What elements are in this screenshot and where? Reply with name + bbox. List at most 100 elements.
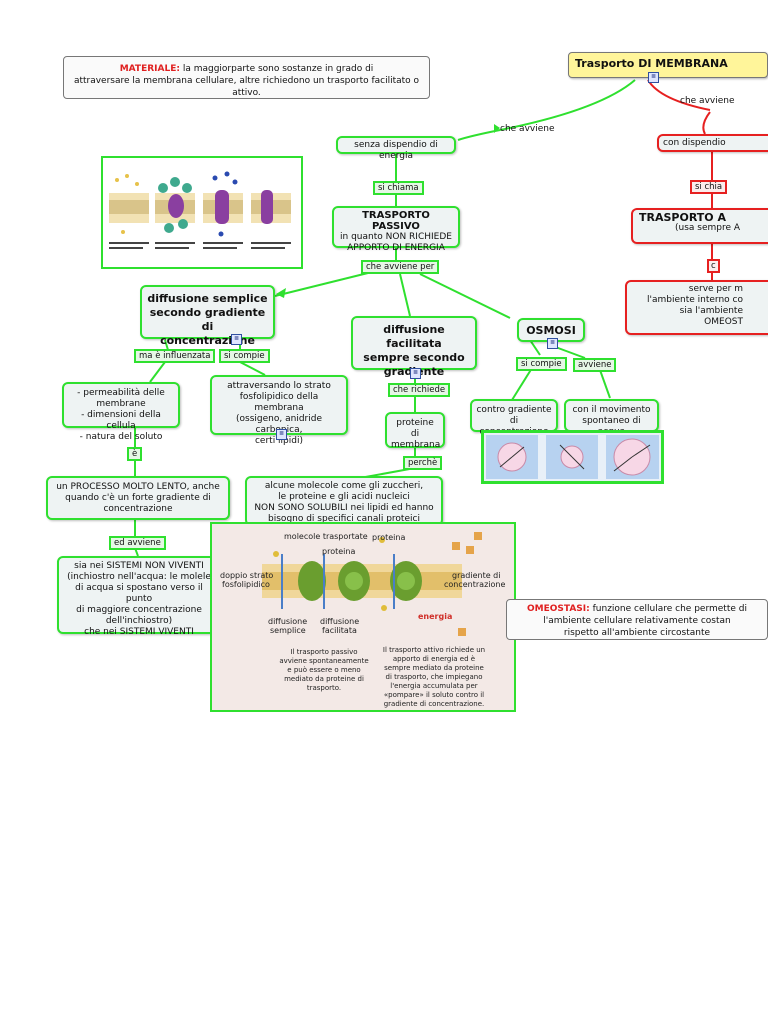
fig-gradiente-2: concentrazione — [444, 580, 505, 589]
contro-gradiente-node[interactable]: contro gradiente di concentrazione — [470, 399, 558, 437]
trasporto-passivo-node[interactable]: TRASPORTO PASSIVO in quanto NON RICHIEDE… — [332, 206, 460, 253]
root-link-right: che avviene — [680, 96, 735, 106]
osmosi-title: OSMOSI — [526, 324, 576, 337]
diffusione-facilitata-node[interactable]: diffusione facilitata sempre secondo gra… — [351, 316, 477, 378]
trasporto-attivo-node[interactable]: TRASPORTO A (usa sempre A — [631, 208, 768, 244]
serve-line4: OMEOST — [704, 317, 743, 327]
fig-diff-semplice-2: semplice — [270, 626, 306, 635]
sistemi-line6: che nei SISTEMI VIVENTI — [84, 627, 194, 637]
con-dispendio-node[interactable]: con dispendio — [657, 134, 768, 152]
fig-gradiente-1: gradiente di — [452, 571, 500, 580]
contro-line1: contro gradiente — [476, 405, 552, 415]
link-c: c — [707, 259, 720, 273]
molecole-line4: bisogno di specifici canali proteici — [268, 514, 420, 524]
fig-diff-facilitata-1: diffusione — [320, 617, 359, 626]
root-title: Trasporto DI MEMBRANA — [575, 57, 728, 70]
link-che-avviene-per: che avviene per — [361, 260, 440, 274]
fig-proteina-right: proteina — [372, 533, 405, 542]
processo-lento-node[interactable]: un PROCESSO MOLTO LENTO, anche quando c'… — [46, 476, 230, 520]
senza-dispendio-node[interactable]: senza dispendio di energia — [336, 136, 456, 161]
lento-line2: quando c'è un forte gradiente di — [65, 493, 211, 503]
molecole-line1: alcune molecole come gli zuccheri, — [264, 481, 424, 491]
semplice-line3: concentrazione — [160, 334, 255, 347]
figure-caption-line: e può essere o meno — [287, 666, 360, 674]
sistemi-line4: di maggiore concentrazione — [76, 605, 202, 615]
fattori-node[interactable]: - permeabilità delle membrane - dimensio… — [62, 382, 180, 442]
link-e: è — [127, 447, 143, 461]
sistemi-node[interactable]: sia nei SISTEMI NON VIVENTI (inchiostro … — [57, 556, 221, 637]
figure-caption-line: l'energia accumulata per — [390, 682, 477, 690]
proteine-line1: proteine di — [396, 418, 434, 439]
fig-diff-facilitata-2: facilitata — [322, 626, 357, 635]
sistemi-line3: di acqua si spostano verso il punto — [75, 583, 203, 604]
figure-caption-line: Il trasporto attivo richiede un — [383, 646, 485, 654]
omeostasi-line1: funzione cellulare che permette di — [592, 604, 747, 614]
osmosis-cells-illustration — [486, 435, 659, 479]
serve-per-node[interactable]: serve per m l'ambiente interno co sia l'… — [625, 280, 768, 335]
fig-doppio-strato: doppio strato — [220, 571, 273, 580]
note-icon[interactable]: ≣ — [231, 334, 242, 345]
strato-line2: fosfolipidico della membrana — [239, 392, 319, 413]
molecole-line3: NON SONO SOLUBILI nei lipidi ed hanno — [254, 503, 434, 513]
link-ed-avviene: ed avviene — [109, 536, 166, 550]
trasporto-attivo-sub: (usa sempre A — [675, 223, 741, 233]
fattori-line3: - natura del soluto — [79, 432, 163, 442]
figure-caption-line: Il trasporto passivo — [290, 648, 357, 656]
figure-caption-line: di trasporto, che impiegano — [386, 673, 483, 681]
fig-proteina-left: proteina — [322, 547, 355, 556]
link-si-compie: si compie — [219, 349, 270, 363]
membrane-transport-illustration: molecole trasportate proteina proteina d… — [212, 524, 514, 710]
omeostasi-label: OMEOSTASI: — [527, 604, 590, 614]
fattori-line1: - permeabilità delle membrane — [77, 388, 165, 409]
figure-caption-line: apporto di energia ed è — [393, 655, 475, 663]
figure-caption-line: «pompare» il soluto contro il — [384, 691, 484, 699]
figure-caption-line: sempre mediato da proteine — [384, 664, 484, 672]
trasporto-passivo-line2: APPORTO DI ENERGIA — [347, 243, 445, 253]
trasporto-passivo-title: TRASPORTO PASSIVO — [362, 210, 430, 232]
note-icon[interactable]: ≣ — [276, 429, 287, 440]
proteine-node[interactable]: proteine di membrana — [385, 412, 445, 450]
materiale-note[interactable]: MATERIALE: la maggiorparte sono sostanze… — [63, 56, 430, 99]
link-che-richiede: che richiede — [388, 383, 451, 397]
lento-line3: concentrazione — [103, 504, 173, 514]
link-si-chiama: si chiama — [373, 181, 424, 195]
trasporto-passivo-line1: in quanto NON RICHIEDE — [340, 232, 452, 242]
lento-line1: un PROCESSO MOLTO LENTO, anche — [56, 482, 220, 492]
link-perche: perchè — [403, 456, 443, 470]
movimento-line1: con il movimento — [572, 405, 651, 415]
omeostasi-line3: rispetto all'ambiente circostante — [563, 628, 711, 638]
semplice-line1: diffusione semplice — [147, 292, 268, 305]
note-icon[interactable]: ≣ — [648, 72, 659, 83]
membrane-figure-small — [101, 156, 303, 269]
root-node[interactable]: Trasporto DI MEMBRANA — [568, 52, 768, 78]
omeostasi-note[interactable]: OMEOSTASI: funzione cellulare che permet… — [506, 599, 768, 640]
fig-energia: energia — [418, 612, 452, 621]
facilitata-line2: sempre secondo — [363, 351, 465, 364]
note-icon[interactable]: ≣ — [410, 368, 421, 379]
trasporto-attivo-title: TRASPORTO A — [639, 211, 726, 224]
membrane-illustration — [109, 171, 291, 249]
senza-dispendio-text: senza dispendio di energia — [354, 140, 438, 161]
osmosi-node[interactable]: OSMOSI — [517, 318, 585, 342]
sistemi-line1: sia nei SISTEMI NON VIVENTI — [74, 561, 204, 571]
serve-line1: serve per m — [688, 284, 743, 294]
fig-diff-semplice-1: diffusione — [268, 617, 307, 626]
sistemi-line5: dell'inchiostro) — [105, 616, 173, 626]
serve-line2: l'ambiente interno co — [647, 295, 743, 305]
diffusione-semplice-node[interactable]: diffusione semplice secondo gradiente di… — [140, 285, 275, 347]
fig-molecole-trasportate: molecole trasportate — [284, 532, 368, 541]
strato-line4: certi lipidi) — [254, 436, 303, 446]
materiale-label: MATERIALE: — [119, 64, 180, 74]
molecole-node[interactable]: alcune molecole come gli zuccheri, le pr… — [245, 476, 443, 526]
serve-line3: sia l'ambiente — [679, 306, 743, 316]
movimento-acqua-node[interactable]: con il movimento spontaneo di acqua — [564, 399, 659, 437]
materiale-text-1: la maggiorparte sono sostanze in grado d… — [182, 64, 374, 74]
link-ma-e-influenzata: ma è influenzata — [134, 349, 216, 363]
strato-fosfolipidico-node[interactable]: attraversando lo strato fosfolipidico de… — [210, 375, 348, 446]
connector — [499, 79, 636, 131]
fattori-line2: - dimensioni della cellula — [81, 410, 161, 431]
note-icon[interactable]: ≣ — [547, 338, 558, 349]
molecole-line2: le proteine e gli acidi nucleici — [278, 492, 410, 502]
figure-caption-line: trasporto. — [307, 684, 341, 692]
